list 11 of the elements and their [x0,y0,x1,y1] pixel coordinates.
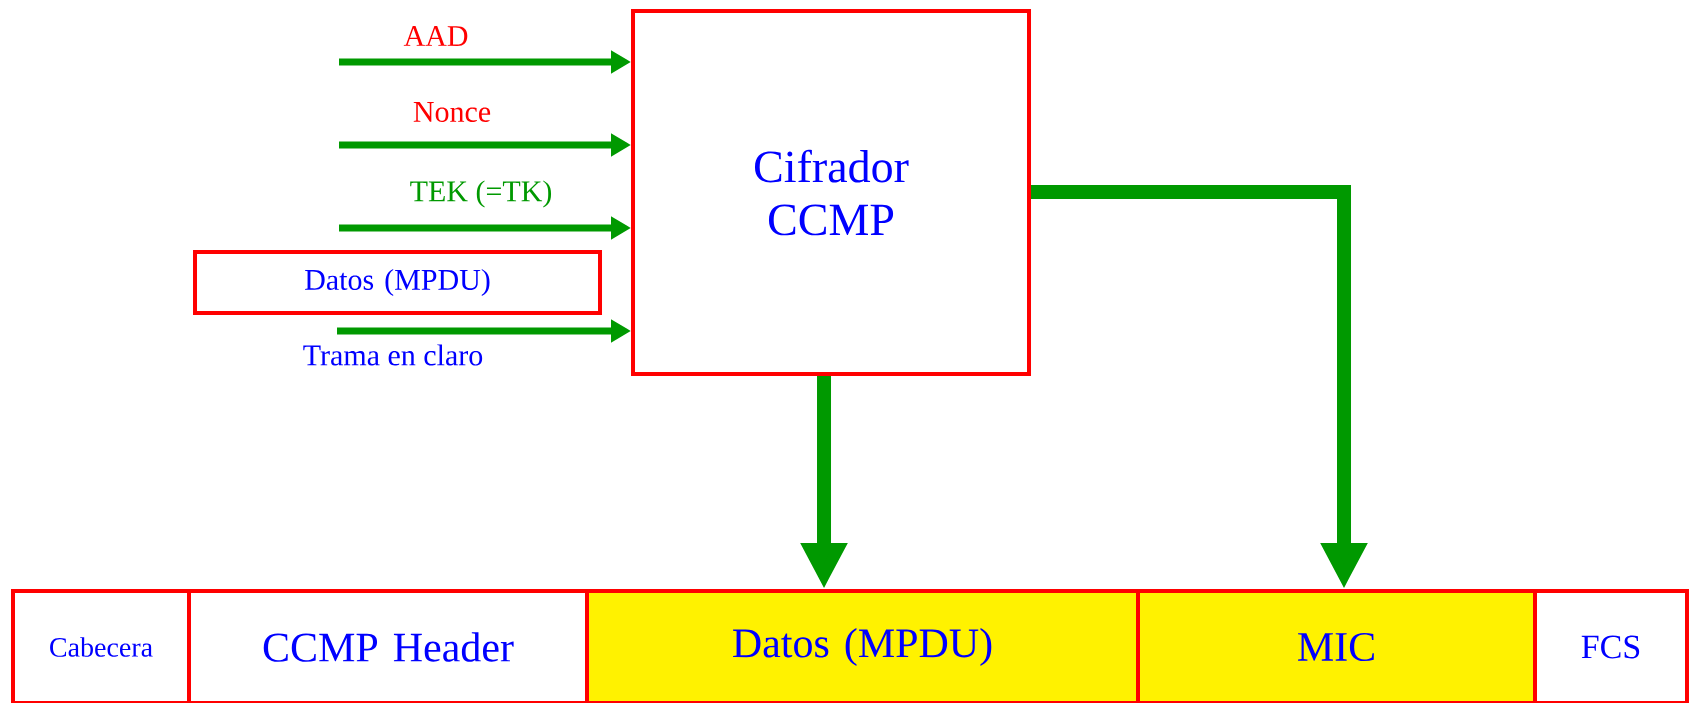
frame-field: FCS [1533,589,1689,703]
frame-field: Datos (MPDU) [585,589,1140,703]
frame-field: CCMP Header [187,589,589,703]
caption-text: Trama en claro [303,344,483,366]
data-box: Datos (MPDU) [193,250,602,315]
edge-label: Nonce [413,102,491,122]
frame-field: MIC [1136,589,1537,703]
cipher-box: Cifrador CCMP [631,9,1031,376]
edge-label: TEK (=TK) [410,180,552,208]
frame-field: Cabecera [11,589,191,703]
edge-label: AAD [403,26,468,46]
